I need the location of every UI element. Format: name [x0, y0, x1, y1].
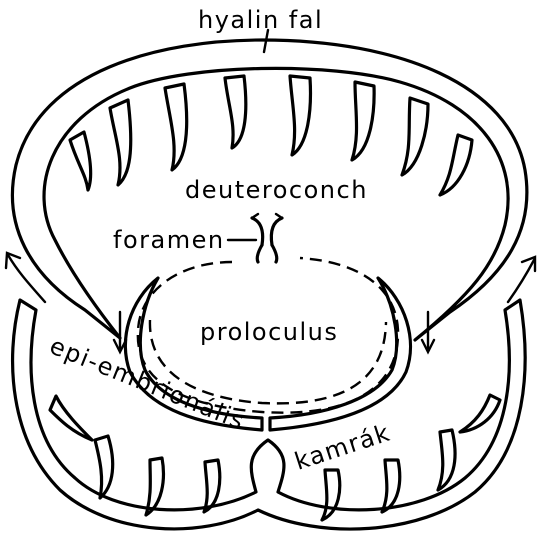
septum [50, 396, 92, 440]
septum [402, 98, 428, 175]
septum [225, 76, 246, 148]
septum [440, 135, 472, 195]
septum [110, 100, 131, 185]
septum [382, 460, 400, 512]
left-up-arrow [6, 253, 45, 302]
label-foramen: foramen [113, 226, 225, 254]
label-proloculus: proloculus [200, 318, 338, 346]
septum [460, 395, 500, 432]
septum [438, 430, 455, 490]
foramen-opening [228, 214, 282, 262]
right-up-arrow [508, 257, 535, 302]
right-hook [270, 278, 410, 430]
septum [322, 470, 340, 520]
septum [290, 76, 310, 155]
inner-hooks [125, 278, 410, 430]
septum [70, 132, 91, 190]
septum [146, 458, 163, 515]
septum [165, 84, 187, 170]
label-deuteroconch: deuteroconch [185, 176, 368, 204]
septum [352, 82, 374, 160]
label-hyaline-wall: hyalin fal [198, 6, 323, 34]
septum [95, 436, 113, 498]
label-epi-embryonic: epi-embrionális [46, 332, 250, 436]
